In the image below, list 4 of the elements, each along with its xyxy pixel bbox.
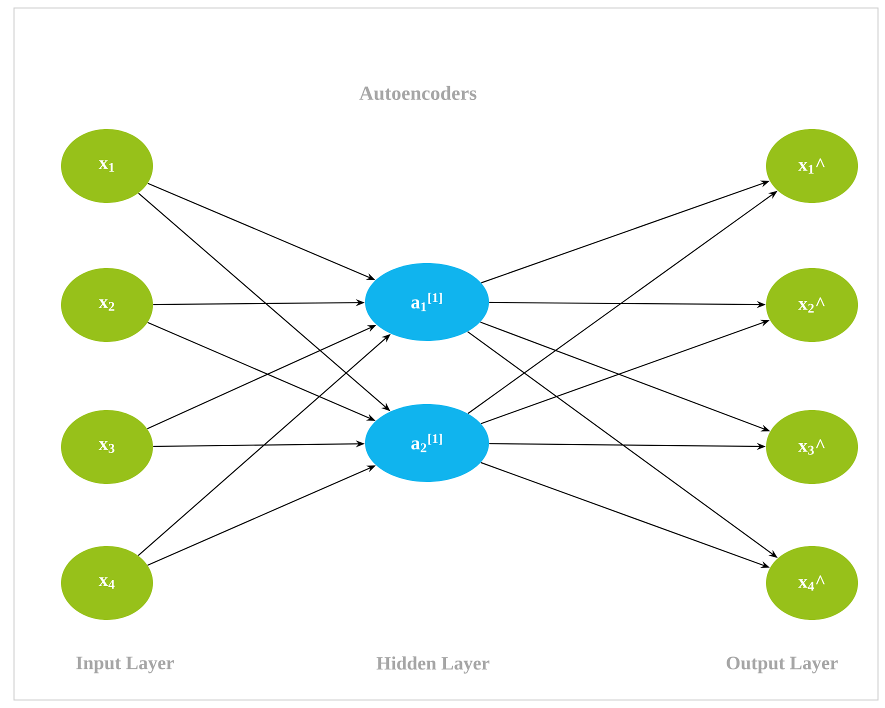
layer-label: Hidden Layer [376,656,490,674]
layer-label: Input Layer [76,656,174,674]
layer-label: Output Layer [726,656,838,674]
title: Autoencoders [359,86,476,100]
